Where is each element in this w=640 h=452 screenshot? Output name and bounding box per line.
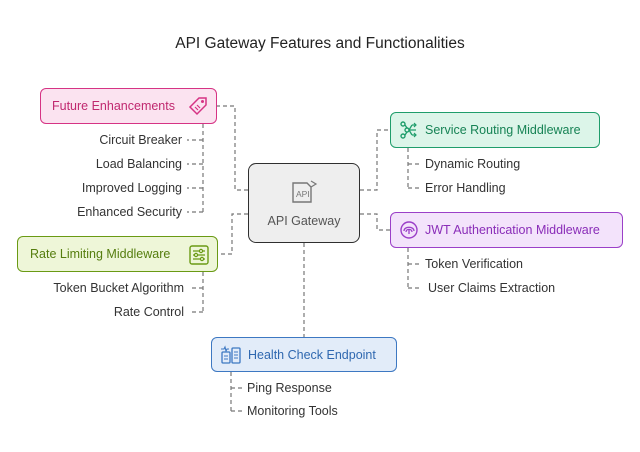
svg-text:API: API [296,189,310,199]
api-gateway-node: API API Gateway [248,163,360,243]
api-document-icon: API [289,179,319,210]
connector-future [217,105,248,191]
tag-icon [187,95,209,117]
sliders-icon [188,244,210,266]
network-routing-icon [399,120,419,140]
rate-limiting-node: Rate Limiting Middleware [17,236,218,272]
future-item: Load Balancing [95,157,182,171]
routing-item: Error Handling [425,181,506,195]
rate-limiting-label: Rate Limiting Middleware [30,247,171,261]
connector-jwt [360,213,390,231]
health-monitor-icon [220,344,242,365]
jwt-item: Token Verification [425,257,523,271]
jwt-authentication-label: JWT Authentication Middleware [425,223,600,237]
api-gateway-label: API Gateway [267,213,341,228]
future-enhancements-label: Future Enhancements [52,99,175,113]
future-item: Improved Logging [81,181,182,195]
rate-item: Rate Control [113,305,184,319]
service-routing-node: Service Routing Middleware [390,112,600,148]
jwt-item: User Claims Extraction [428,281,556,295]
connector-routing [360,129,390,191]
routing-item: Dynamic Routing [425,157,521,171]
health-item: Monitoring Tools [247,404,338,418]
fingerprint-icon [399,220,419,240]
jwt-authentication-node: JWT Authentication Middleware [390,212,623,248]
health-item: Ping Response [247,381,332,395]
service-routing-label: Service Routing Middleware [425,123,581,137]
health-check-label: Health Check Endpoint [248,347,376,362]
future-enhancements-node: Future Enhancements [40,88,217,124]
health-check-node: Health Check Endpoint [211,337,397,372]
rate-item: Token Bucket Algorithm [53,281,184,295]
future-item: Circuit Breaker [99,133,182,147]
future-item: Enhanced Security [77,205,182,219]
connector-rate [218,213,248,255]
diagram-title: API Gateway Features and Functionalities [175,35,465,52]
